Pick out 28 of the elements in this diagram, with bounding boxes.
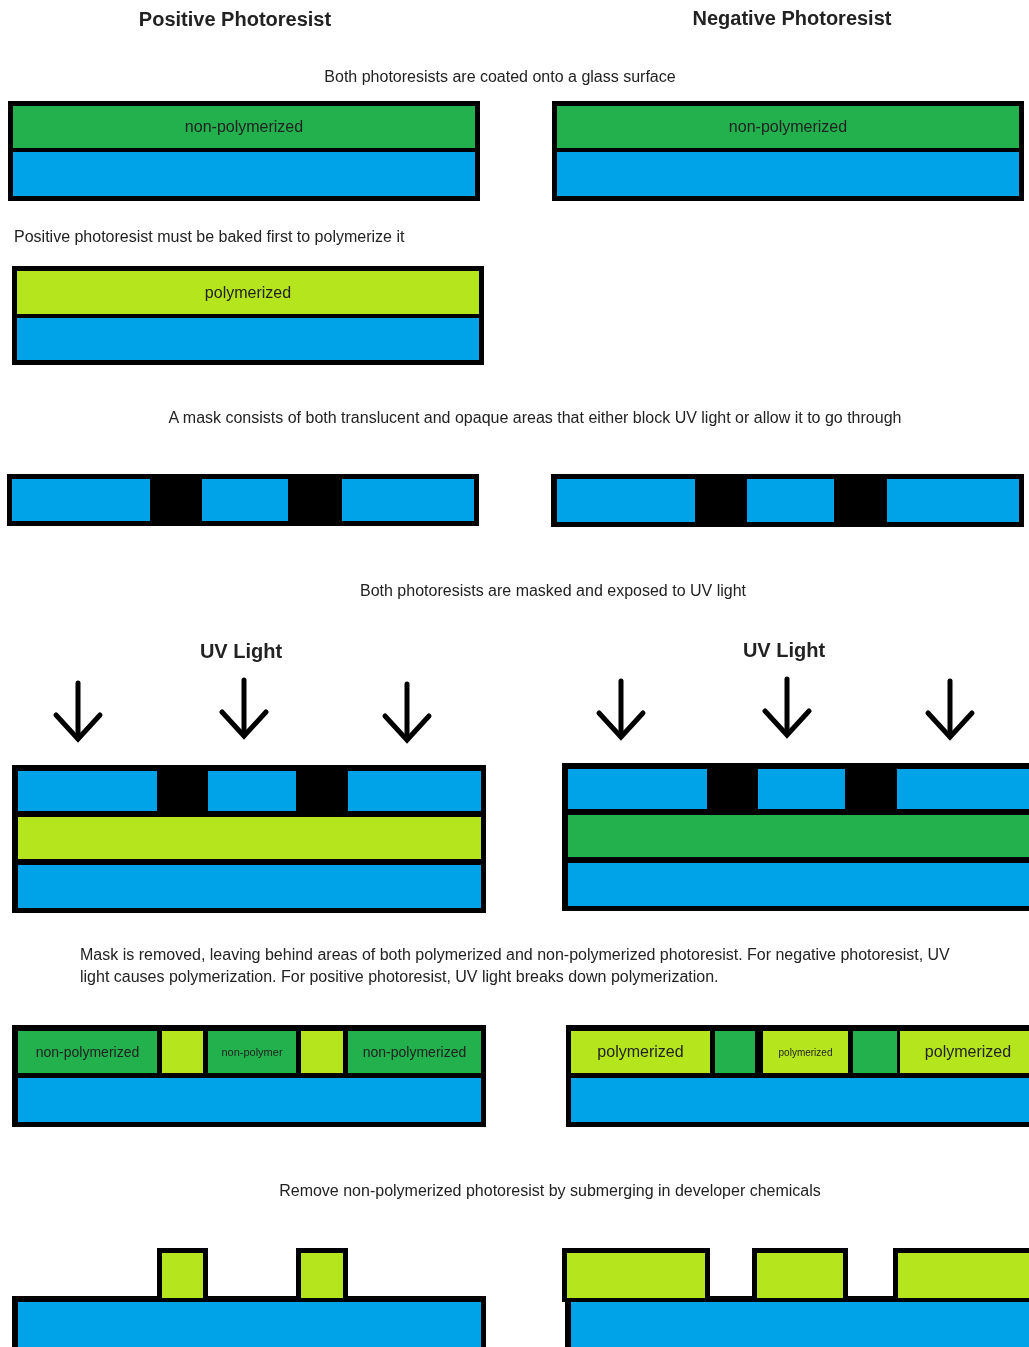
step-caption: Remove non-polymerized photoresist by submerging in developer chemicals [278,1181,822,1201]
photoresist-layer [13,106,475,148]
layer-label: non-polymer [221,1046,283,1058]
step-caption: Mask is removed, leaving behind areas of both polymerized and non-polymerized photoresist. For negative photoresist, UV light causes polymerization. For positive photoresist, UV light breaks down polymerization. [80,945,951,987]
layer-label: polymerized [778,1046,833,1058]
light-source-label: UV Light [198,639,284,664]
photoresist-layer [348,1031,481,1073]
layer-label: polymerized [204,283,292,302]
layer-label: non-polymerized [362,1044,467,1060]
step-caption: Positive photoresist must be baked first to polymerize it [14,227,406,247]
layer-label: non-polymerized [35,1044,140,1060]
photoresist-layer [557,106,1019,148]
step-caption: A mask consists of both translucent and opaque areas that either block UV light or allow it to go through [167,408,903,428]
photoresist-layer [18,1031,157,1073]
layer-label: polymerized [597,1043,684,1061]
step-caption: Both photoresists are coated onto a glass surface [323,67,677,87]
photoresist-layer [763,1031,848,1073]
layer-label: polymerized [924,1043,1012,1061]
photoresist-layer [208,1031,296,1073]
light-source-label: UV Light [741,638,827,663]
photoresist-layer [17,271,479,314]
photoresist-layer [900,1031,1029,1073]
step-caption: Both photoresists are masked and exposed to UV light [359,581,747,601]
column-heading: Negative Photoresist [691,6,893,31]
photoresist-layer [571,1031,710,1073]
column-heading: Positive Photoresist [137,7,333,32]
layer-label: non-polymerized [184,118,304,136]
layer-label: non-polymerized [728,118,848,136]
